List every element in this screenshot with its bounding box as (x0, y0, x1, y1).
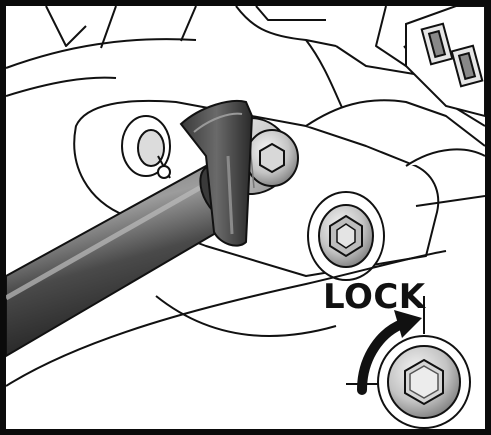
rotation-arrow-icon (346, 310, 422, 395)
hex-socket-bolt-icon (377, 335, 471, 429)
pivot-hole (121, 115, 171, 179)
lower-nut (307, 191, 385, 281)
lock-label: LOCK (323, 277, 426, 317)
tool-clip (179, 100, 254, 247)
cable (6, 250, 447, 387)
lock-diagram (6, 6, 485, 429)
lower-outline (155, 295, 337, 337)
upper-bracket (405, 6, 485, 118)
